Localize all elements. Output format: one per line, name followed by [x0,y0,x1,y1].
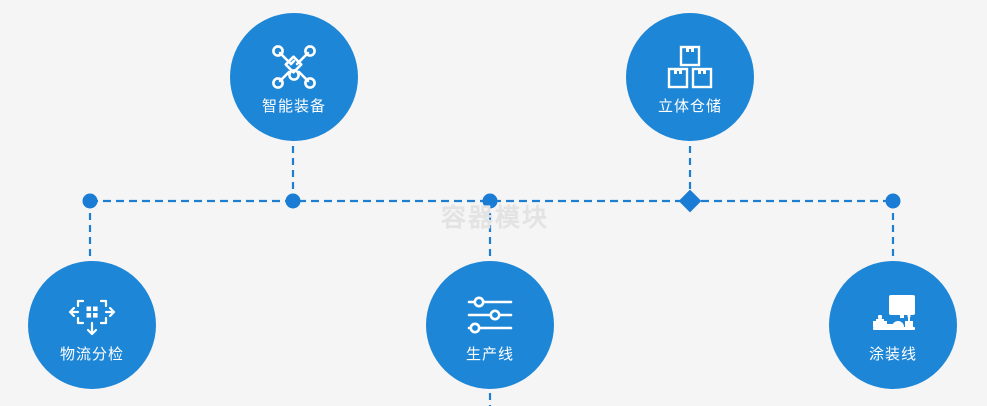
node-shengchan-xian[interactable]: 生产线 [426,261,554,389]
junction-wuliu [82,193,98,209]
network-nodes-icon [272,44,316,89]
node-label: 智能装备 [261,96,326,115]
paint-line-factory-icon [873,294,915,330]
node-label: 立体仓储 [657,96,722,115]
node-tuzhuang-xian[interactable]: 涂装线 [829,261,957,389]
sliders-icon [467,296,513,333]
node-label: 生产线 [465,344,514,363]
sorting-arrows-icon [68,299,116,335]
junction-tuzhuang [885,193,901,209]
node-label: 物流分检 [59,344,124,363]
junction-litihuo [678,189,702,213]
junction-shengchan [482,193,498,209]
node-zhineng-zhuangbei[interactable]: 智能装备 [230,13,358,141]
stacked-boxes-icon [667,45,713,88]
node-liti-cangchu[interactable]: 立体仓储 [626,13,754,141]
node-label: 涂装线 [868,344,917,363]
node-wuliu-fenjian[interactable]: 物流分检 [28,261,156,389]
junction-zhineng [285,193,301,209]
